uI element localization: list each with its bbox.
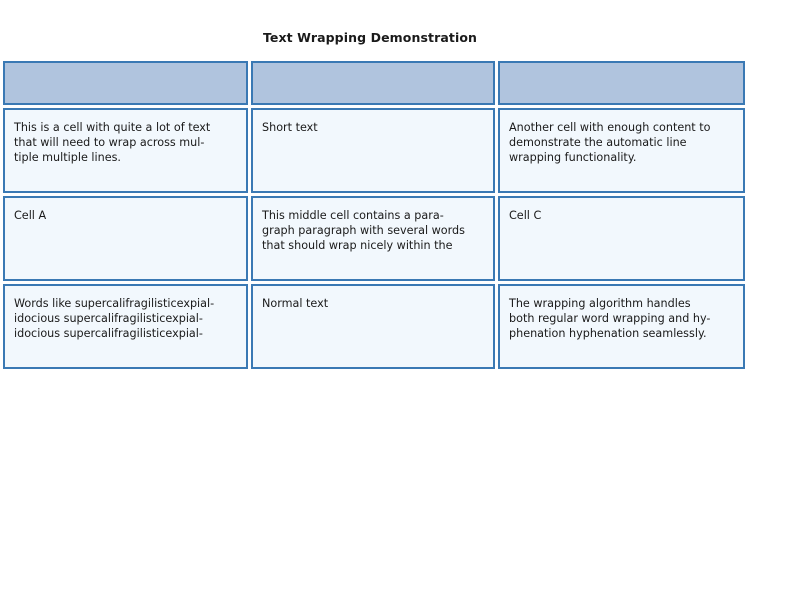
column-header-2-label: [253, 63, 493, 73]
cell-text-r1c1: This is a cell with quite a lot of text …: [14, 121, 211, 164]
cell-text-r1c3: Another cell with enough content to demo…: [509, 121, 711, 164]
table-header-row: [3, 61, 745, 105]
table-header: [3, 61, 745, 105]
table-cell-r2c1[interactable]: Cell A: [3, 196, 248, 281]
table-cell-r1c3[interactable]: Another cell with enough content to demo…: [498, 108, 745, 193]
cell-text-r2c1: Cell A: [14, 209, 47, 222]
table-cell-r3c1[interactable]: Words like supercalifragilisticexpial- i…: [3, 284, 248, 369]
column-header-1[interactable]: [3, 61, 248, 105]
column-header-1-label: [5, 63, 246, 73]
cell-text-r3c3: The wrapping algorithm handles both regu…: [509, 297, 711, 340]
table-cell-r1c2[interactable]: Short text: [251, 108, 495, 193]
page-title: Text Wrapping Demonstration: [262, 30, 478, 45]
column-header-2[interactable]: [251, 61, 495, 105]
table-row: Words like supercalifragilisticexpial- i…: [3, 284, 745, 369]
table-body: This is a cell with quite a lot of text …: [3, 108, 745, 369]
cell-text-r2c2: This middle cell contains a para- graph …: [262, 209, 465, 252]
table-row: This is a cell with quite a lot of text …: [3, 108, 745, 193]
column-header-3-label: [500, 63, 743, 73]
text-wrapping-table: This is a cell with quite a lot of text …: [0, 58, 748, 372]
table-cell-r2c3[interactable]: Cell C: [498, 196, 745, 281]
cell-text-r1c2: Short text: [262, 121, 318, 134]
cell-text-r3c2: Normal text: [262, 297, 329, 310]
column-header-3[interactable]: [498, 61, 745, 105]
table-row: Cell A This middle cell contains a para-…: [3, 196, 745, 281]
table-cell-r3c3[interactable]: The wrapping algorithm handles both regu…: [498, 284, 745, 369]
cell-text-r2c3: Cell C: [509, 209, 542, 222]
table-cell-r2c2[interactable]: This middle cell contains a para- graph …: [251, 196, 495, 281]
cell-text-r3c1: Words like supercalifragilisticexpial- i…: [14, 297, 215, 340]
table-cell-r3c2[interactable]: Normal text: [251, 284, 495, 369]
table-cell-r1c1[interactable]: This is a cell with quite a lot of text …: [3, 108, 248, 193]
